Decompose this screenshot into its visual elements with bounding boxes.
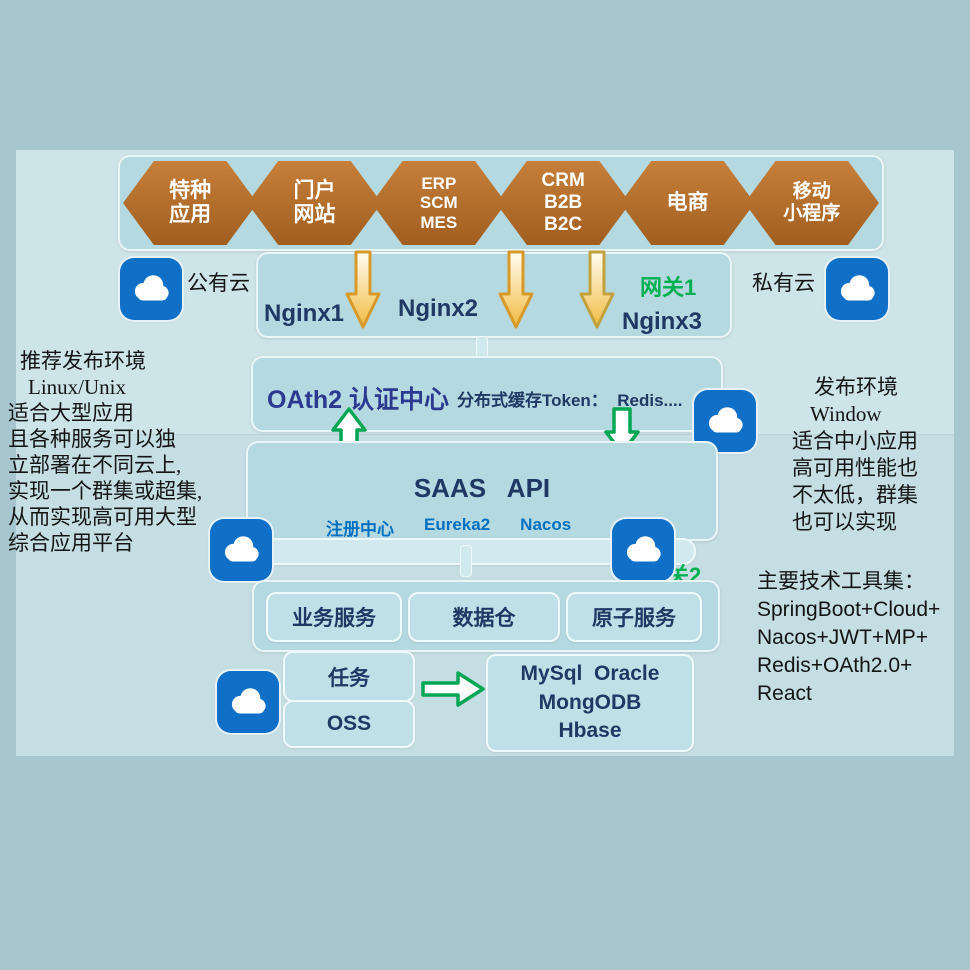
public-cloud-label: 公有云: [187, 271, 250, 295]
hexagon-label-line: CRM: [541, 170, 585, 192]
app-hexagon-miniprogram: 移动 小程序: [744, 161, 879, 245]
saas-api-title: SAAS API: [413, 473, 551, 503]
services-panel: 业务服务 数据仓 原子服务: [252, 580, 720, 652]
atomic-service-box: 原子服务: [566, 592, 702, 642]
task-box: 任务: [283, 651, 415, 702]
note-line: Redis+OAth2.0+: [757, 654, 913, 677]
note-line: SpringBoot+Cloud+: [757, 598, 941, 621]
green-right-arrow-icon: [421, 671, 485, 707]
data-warehouse-box: 数据仓: [408, 592, 560, 642]
app-hexagon-erp: ERP SCM MES: [371, 161, 506, 245]
atomic-service-label: 原子服务: [592, 607, 676, 630]
hexagon-label-line: MES: [420, 212, 458, 232]
left-environment-note: 推荐发布环境 Linux/Unix 适合大型应用 且各种服务可以独 立部署在不同…: [8, 348, 250, 556]
yellow-down-arrow-icon: [498, 250, 534, 329]
business-service-label: 业务服务: [292, 607, 376, 630]
hexagon-label-line: 移动: [792, 181, 831, 203]
gateway1-label: 网关1: [640, 275, 697, 300]
vertical-connector: [460, 545, 472, 577]
note-line: 不太低，群集: [792, 483, 918, 507]
note-line: Linux/Unix: [28, 375, 126, 399]
note-line: 综合应用平台: [8, 531, 134, 555]
note-line: 也可以实现: [792, 510, 897, 534]
hexagon-label-line: 特种: [169, 178, 212, 202]
database-line: MongODB: [538, 690, 642, 714]
app-hexagon-ecommerce: 电商: [620, 161, 755, 245]
bottom-left-cloud-icon: [217, 671, 279, 733]
public-cloud-icon: [120, 258, 182, 320]
hexagon-label-line: 门户: [293, 178, 336, 202]
nginx3-label: Nginx3: [622, 308, 703, 335]
oss-box: OSS: [283, 700, 415, 748]
hexagon-label-line: 小程序: [783, 203, 841, 224]
hexagon-label-line: B2B: [544, 192, 583, 214]
note-line: 且各种服务可以独: [8, 427, 176, 451]
nginx1-label: Nginx1: [264, 300, 345, 327]
registry-center-label: 注册中心: [326, 520, 394, 539]
note-line: 主要技术工具集：: [757, 570, 925, 593]
note-line: Nacos+JWT+MP+: [757, 626, 928, 649]
task-label: 任务: [328, 666, 370, 690]
oss-label: OSS: [326, 712, 372, 735]
hexagon-label-line: 应用: [169, 203, 212, 226]
hexagon-label-line: 网站: [293, 203, 336, 226]
tech-tools-note: 主要技术工具集： SpringBoot+Cloud+ Nacos+JWT+MP+…: [757, 568, 970, 708]
note-line: 实现一个群集或超集,: [8, 479, 203, 503]
note-line: 高可用性能也: [792, 456, 918, 480]
app-hexagon-crm: CRM B2B B2C: [495, 161, 631, 245]
registry-row: 注册中心 Eureka2 Nacos: [326, 515, 571, 540]
note-line: 从而实现高可用大型: [8, 505, 197, 529]
registry-nacos-label: Nacos: [520, 515, 572, 534]
hexagon-label-line: 电商: [666, 190, 709, 214]
note-line: 适合大型应用: [8, 401, 134, 425]
note-line: React: [757, 682, 812, 705]
yellow-down-arrow-icon: [579, 250, 615, 329]
note-line: Window: [810, 402, 882, 426]
auth-title: OAth2 认证中心: [267, 386, 449, 414]
note-line: 推荐发布环境: [20, 349, 146, 373]
note-line: 适合中小应用: [792, 429, 918, 453]
nginx-panel: Nginx1 Nginx2 Nginx3 网关1: [256, 252, 732, 338]
applications-panel: 特种 应用 门户 网站 ERP SCM MES CRM B2B B2C 电商 移…: [118, 155, 884, 251]
private-cloud-icon: [826, 258, 888, 320]
nginx2-label: Nginx2: [398, 295, 479, 322]
data-warehouse-label: 数据仓: [452, 607, 516, 630]
registry-eureka-label: Eureka2: [424, 515, 491, 534]
hexagon-label-line: ERP: [421, 173, 457, 193]
mid-left-cloud-icon: [210, 519, 272, 581]
right-environment-note: 发布环境 Window 适合中小应用 高可用性能也 不太低，群集 也可以实现: [792, 374, 952, 536]
cache-token-label: 分布式缓存Token： Redis....: [457, 391, 683, 410]
business-service-box: 业务服务: [266, 592, 402, 642]
auth-panel: OAth2 认证中心 分布式缓存Token： Redis....: [251, 356, 723, 432]
hexagon-label-line: B2C: [544, 213, 583, 235]
hexagon-label-line: SCM: [419, 193, 458, 213]
databases-box: MySql Oracle MongODB Hbase: [486, 654, 694, 752]
note-line: 立部署在不同云上,: [8, 453, 182, 477]
app-hexagon-special: 特种 应用: [123, 161, 258, 245]
mid-right-cloud-icon: [612, 519, 674, 581]
app-hexagon-portal: 门户 网站: [247, 161, 382, 245]
database-line: Hbase: [558, 719, 622, 743]
yellow-down-arrow-icon: [345, 250, 381, 329]
hexagon-row: 特种 应用 门户 网站 ERP SCM MES CRM B2B B2C 电商 移…: [120, 157, 882, 249]
note-line: 发布环境: [814, 375, 898, 399]
database-line: MySql Oracle: [520, 662, 660, 686]
private-cloud-label: 私有云: [752, 271, 815, 295]
